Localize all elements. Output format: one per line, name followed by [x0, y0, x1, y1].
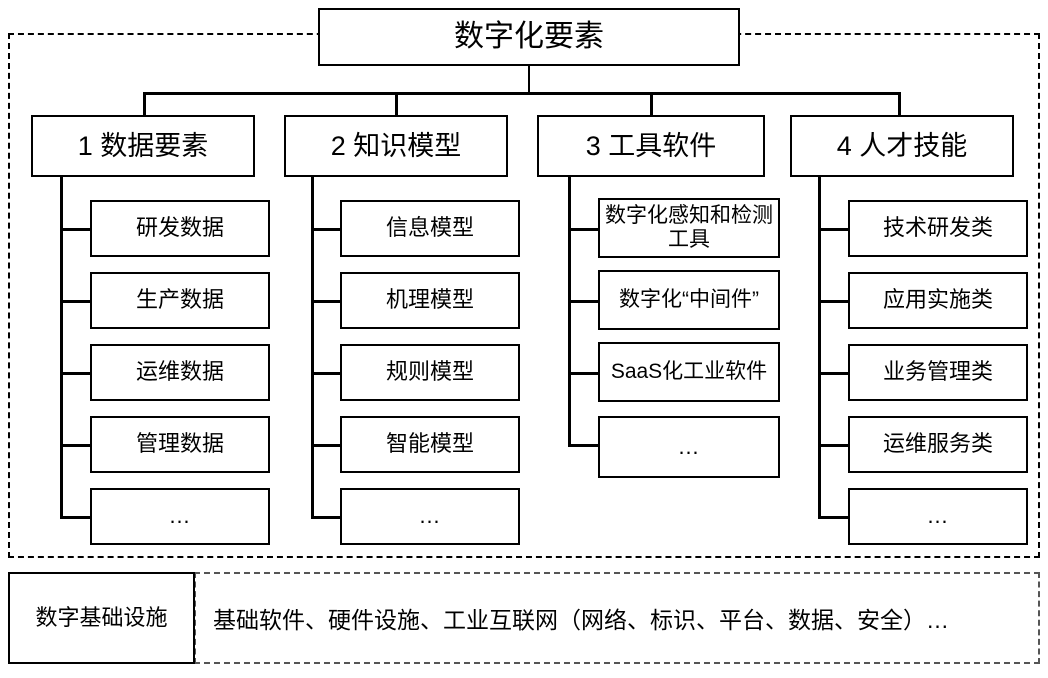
connector-spine-column-4 — [818, 177, 821, 517]
leaf-label-1-3: 运维数据 — [135, 359, 224, 385]
category-header-4-label: 4 人才技能 — [836, 130, 968, 161]
leaf-box-2-5[interactable]: … — [340, 488, 520, 545]
connector-branch-2-2 — [311, 300, 340, 303]
leaf-box-4-3[interactable]: 业务管理类 — [848, 344, 1028, 401]
leaf-label-3-3: SaaS化工业软件 — [610, 360, 768, 384]
leaf-label-1-4: 管理数据 — [135, 431, 224, 457]
connector-branch-4-3 — [818, 372, 848, 375]
leaf-label-2-2: 机理模型 — [385, 287, 474, 313]
category-header-1[interactable]: 1 数据要素 — [31, 115, 255, 177]
connector-branch-2-1 — [311, 228, 340, 231]
leaf-box-2-3[interactable]: 规则模型 — [340, 344, 520, 401]
leaf-box-1-1[interactable]: 研发数据 — [90, 200, 270, 257]
connector-drop-column-4 — [898, 92, 901, 115]
infrastructure-content: 基础软件、硬件设施、工业互联网（网络、标识、平台、数据、安全）… — [213, 572, 1033, 664]
leaf-box-1-3[interactable]: 运维数据 — [90, 344, 270, 401]
leaf-label-1-2: 生产数据 — [135, 287, 224, 313]
leaf-box-2-1[interactable]: 信息模型 — [340, 200, 520, 257]
connector-branch-1-1 — [60, 228, 90, 231]
category-header-2[interactable]: 2 知识模型 — [284, 115, 508, 177]
connector-branch-3-4 — [568, 444, 598, 447]
leaf-box-4-1[interactable]: 技术研发类 — [848, 200, 1028, 257]
leaf-box-1-5[interactable]: … — [90, 488, 270, 545]
leaf-label-2-3: 规则模型 — [385, 359, 474, 385]
leaf-label-1-5: … — [168, 503, 192, 529]
connector-spine-column-2 — [311, 177, 314, 517]
category-header-3-label: 3 工具软件 — [585, 130, 717, 161]
connector-drop-column-2 — [395, 92, 398, 115]
leaf-label-2-1: 信息模型 — [385, 215, 474, 241]
connector-branch-4-2 — [818, 300, 848, 303]
infrastructure-label-box[interactable]: 数字基础设施 — [8, 572, 195, 664]
leaf-label-3-2: 数字化“中间件” — [619, 288, 759, 312]
leaf-box-4-4[interactable]: 运维服务类 — [848, 416, 1028, 473]
connector-root-stem — [527, 66, 530, 94]
leaf-label-4-3: 业务管理类 — [882, 359, 993, 385]
connector-drop-column-3 — [650, 92, 653, 115]
leaf-box-3-4[interactable]: … — [598, 416, 780, 478]
category-header-1-label: 1 数据要素 — [77, 130, 209, 161]
leaf-label-3-4: … — [677, 433, 701, 459]
connector-branch-4-1 — [818, 228, 848, 231]
connector-branch-1-2 — [60, 300, 90, 303]
leaf-box-1-2[interactable]: 生产数据 — [90, 272, 270, 329]
connector-branch-2-5 — [311, 516, 340, 519]
leaf-label-4-5: … — [926, 503, 950, 529]
connector-branch-2-3 — [311, 372, 340, 375]
leaf-box-3-1[interactable]: 数字化感知和检测工具 — [598, 198, 780, 258]
leaf-label-4-4: 运维服务类 — [882, 431, 993, 457]
connector-branch-1-5 — [60, 516, 90, 519]
page-title: 数字化要素 — [454, 20, 604, 54]
root-title-box: 数字化要素 — [318, 8, 740, 66]
leaf-box-3-3[interactable]: SaaS化工业软件 — [598, 342, 780, 402]
connector-branch-4-4 — [818, 444, 848, 447]
leaf-label-1-1: 研发数据 — [135, 215, 224, 241]
connector-drop-column-1 — [143, 92, 146, 115]
connector-spine-column-3 — [568, 177, 571, 447]
connector-branch-4-5 — [818, 516, 848, 519]
leaf-box-2-2[interactable]: 机理模型 — [340, 272, 520, 329]
leaf-box-1-4[interactable]: 管理数据 — [90, 416, 270, 473]
infrastructure-dashed-container — [194, 572, 1040, 664]
category-header-4[interactable]: 4 人才技能 — [790, 115, 1014, 177]
category-header-3[interactable]: 3 工具软件 — [537, 115, 765, 177]
leaf-box-4-2[interactable]: 应用实施类 — [848, 272, 1028, 329]
leaf-label-2-5: … — [418, 503, 442, 529]
leaf-label-3-1: 数字化感知和检测工具 — [605, 204, 773, 251]
leaf-box-3-2[interactable]: 数字化“中间件” — [598, 270, 780, 330]
leaf-label-4-2: 应用实施类 — [882, 287, 993, 313]
connector-branch-3-2 — [568, 300, 598, 303]
connector-branch-1-4 — [60, 444, 90, 447]
connector-branch-1-3 — [60, 372, 90, 375]
connector-branch-3-3 — [568, 372, 598, 375]
leaf-label-2-4: 智能模型 — [385, 431, 474, 457]
infrastructure-label: 数字基础设施 — [35, 604, 168, 630]
connector-spine-column-1 — [60, 177, 63, 517]
category-header-2-label: 2 知识模型 — [330, 130, 462, 161]
leaf-label-4-1: 技术研发类 — [882, 215, 993, 241]
leaf-box-2-4[interactable]: 智能模型 — [340, 416, 520, 473]
leaf-box-4-5[interactable]: … — [848, 488, 1028, 545]
infrastructure-content-text: 基础软件、硬件设施、工业互联网（网络、标识、平台、数据、安全）… — [213, 607, 949, 633]
connector-branch-3-1 — [568, 228, 598, 231]
connector-branch-2-4 — [311, 444, 340, 447]
connector-root-bus — [143, 92, 899, 95]
